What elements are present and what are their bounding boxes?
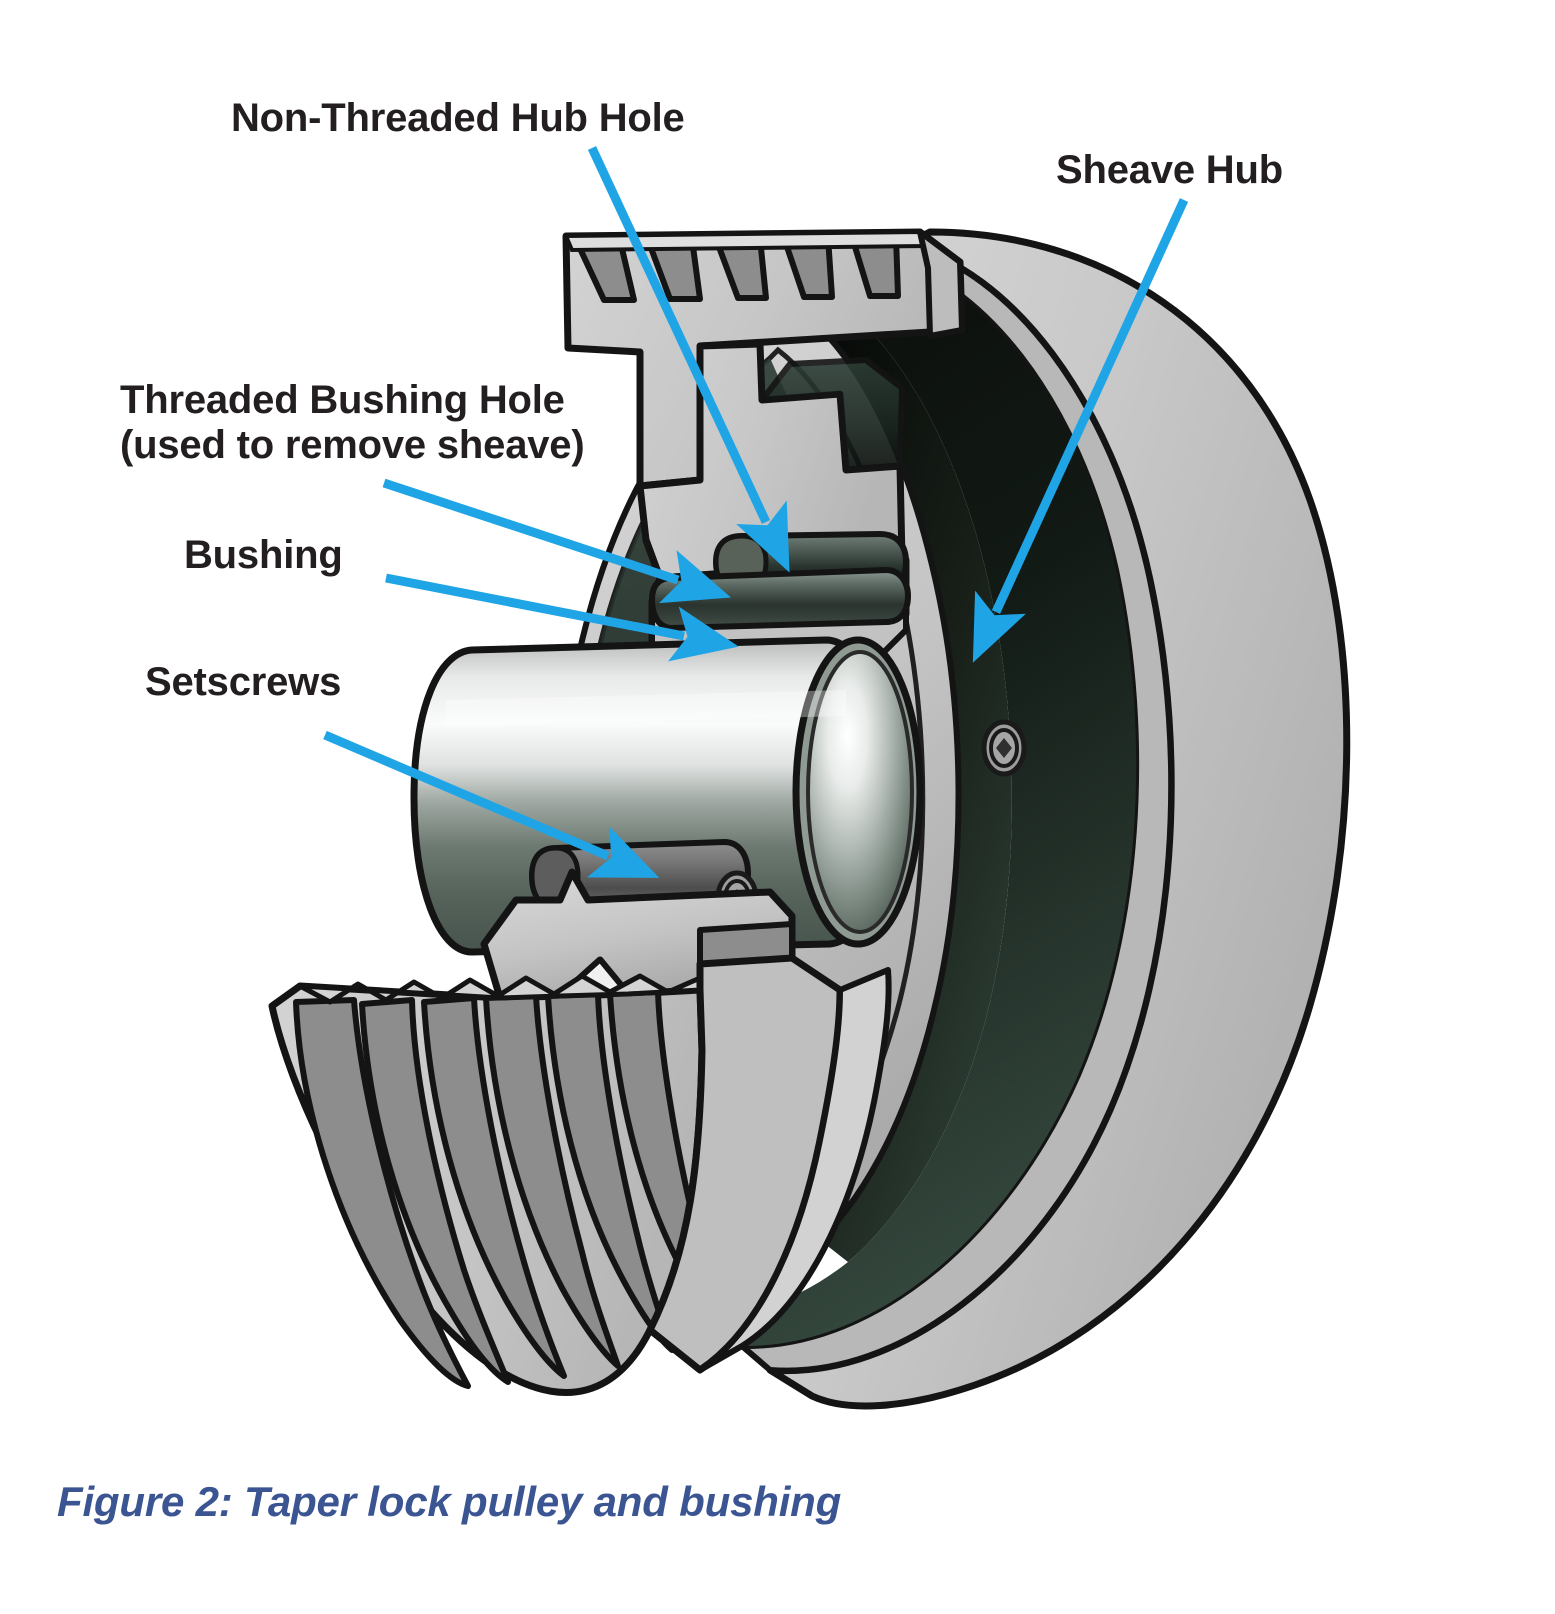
setscrew-head-upper [981,719,1027,777]
sheave-interior-cavity [700,256,1137,1347]
label-setscrews: Setscrews [145,660,342,704]
label-sheave-hub: Sheave Hub [1056,148,1283,192]
threaded-bushing-hole-bore [649,567,911,631]
leader-setscrews [323,730,660,878]
label-threaded-bushing-hole: Threaded Bushing Hole(used to remove she… [120,378,585,468]
label-threaded-bushing-hole-line2: (used to remove sheave) [120,422,585,467]
leader-non-threaded-hub-hole [587,146,790,573]
pulley-assembly [268,228,1351,1410]
figure-caption: Figure 2: Taper lock pulley and bushing [57,1478,842,1525]
label-bushing: Bushing [184,533,343,577]
label-non-threaded-hub-hole: Non-Threaded Hub Hole [231,96,685,140]
leader-bushing [385,573,739,662]
leader-sheave-hub [972,198,1189,663]
label-threaded-bushing-hole-line1: Threaded Bushing Hole [120,378,565,422]
leader-threaded-bushing-hole [382,478,731,604]
hub-inner-bore [572,358,802,1150]
lower-hub-wall [646,954,892,1374]
leader-lines [323,146,1189,878]
sheave-groove-block-top [562,228,966,490]
